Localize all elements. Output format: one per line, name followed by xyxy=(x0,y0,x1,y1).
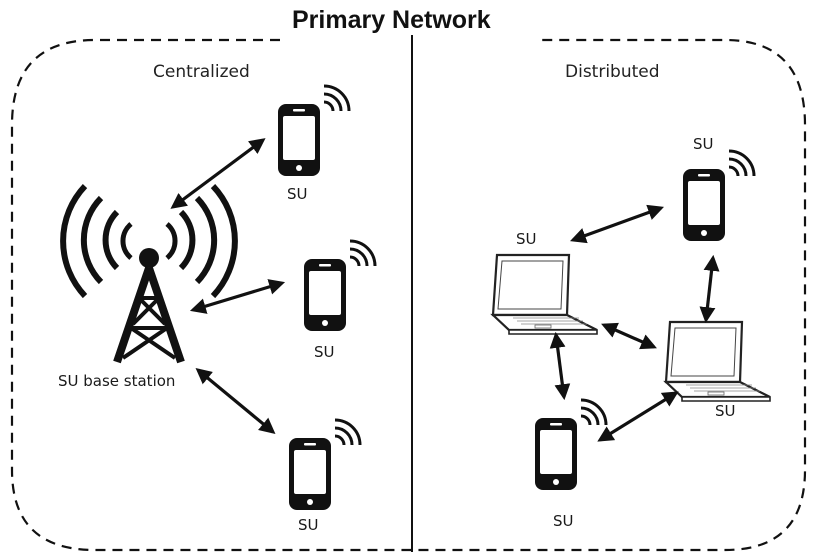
link-arrows-distributed xyxy=(549,204,720,442)
su-phone-icon xyxy=(681,149,756,243)
su-phone-icon xyxy=(287,418,362,512)
su-label: SU xyxy=(715,402,736,420)
su-label: SU xyxy=(693,135,714,153)
su-phone-icon xyxy=(533,398,608,492)
su-laptop-icon xyxy=(664,320,772,403)
su-phone-icon xyxy=(302,239,377,333)
su-laptop-icon xyxy=(491,253,599,336)
primary-network-boundary xyxy=(10,38,807,552)
section-label-distributed: Distributed xyxy=(565,62,660,82)
base-station-label: SU base station xyxy=(58,372,176,390)
section-label-centralized: Centralized xyxy=(153,62,250,82)
link-arrows-centralized xyxy=(170,138,286,435)
su-label: SU xyxy=(298,516,319,534)
su-label: SU xyxy=(516,230,537,248)
su-label: SU xyxy=(287,185,308,203)
su-phone-icon xyxy=(276,84,351,178)
su-label: SU xyxy=(553,512,574,530)
diagram-title: Primary Network xyxy=(288,6,495,35)
su-base-station-icon xyxy=(60,183,238,364)
su-label: SU xyxy=(314,343,335,361)
